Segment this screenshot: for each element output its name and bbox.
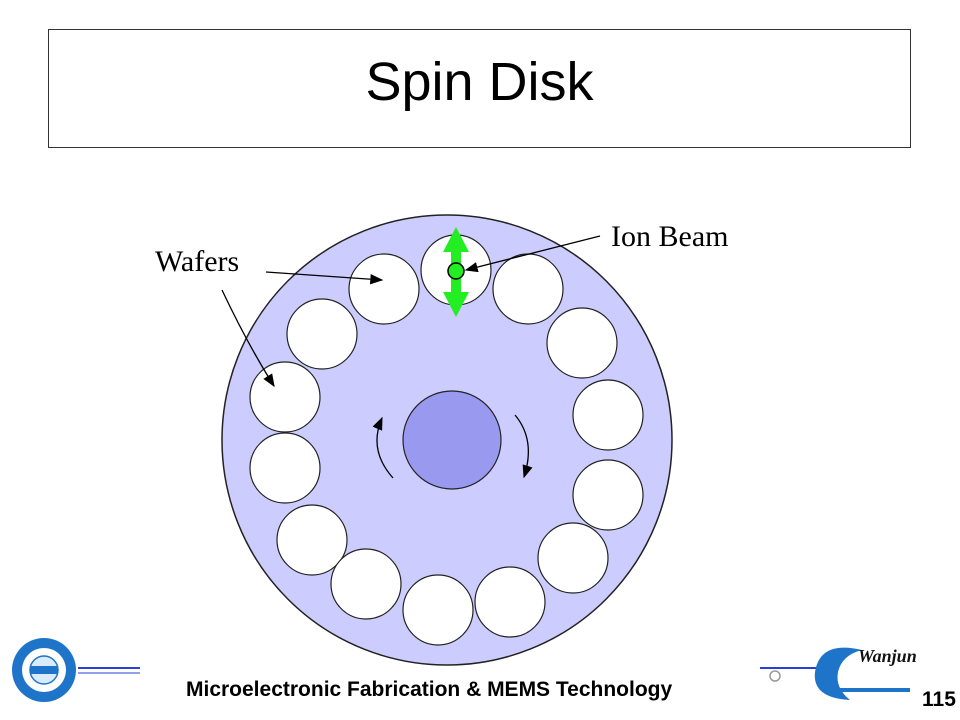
ion-beam-pointer-arrow — [464, 235, 601, 273]
wafer — [572, 379, 644, 451]
uestc-emblem — [12, 638, 76, 702]
page-number: 115 — [922, 688, 956, 711]
wafer — [492, 253, 564, 325]
wafer — [286, 298, 358, 370]
slide-title: Spin Disk — [365, 51, 594, 112]
disk-hub — [402, 390, 502, 490]
wafers-pointer-arrow-top — [265, 271, 384, 285]
wanjun-signature: Wanjun — [858, 646, 917, 666]
wafers-pointer-arrow-left — [221, 289, 275, 388]
ion-beam-label: Ion Beam — [611, 220, 729, 253]
wafer — [474, 566, 546, 638]
chen-logo — [769, 647, 910, 700]
title-box: Spin Disk — [48, 29, 911, 148]
ion-beam-scan-arrow — [443, 227, 469, 317]
rotation-arrow-right — [514, 414, 533, 479]
wafer — [348, 253, 420, 325]
wafer — [249, 432, 321, 504]
wafer — [276, 504, 348, 576]
wafer — [249, 361, 321, 433]
wafer — [402, 574, 474, 646]
wafer — [572, 459, 644, 531]
rotation-arrow-left — [372, 416, 394, 479]
wafers-label: Wafers — [155, 245, 240, 278]
wafer — [330, 548, 402, 620]
footer-course-title: Microelectronic Fabrication & MEMS Techn… — [186, 678, 673, 701]
wafer — [537, 522, 609, 594]
wafer — [546, 307, 618, 379]
